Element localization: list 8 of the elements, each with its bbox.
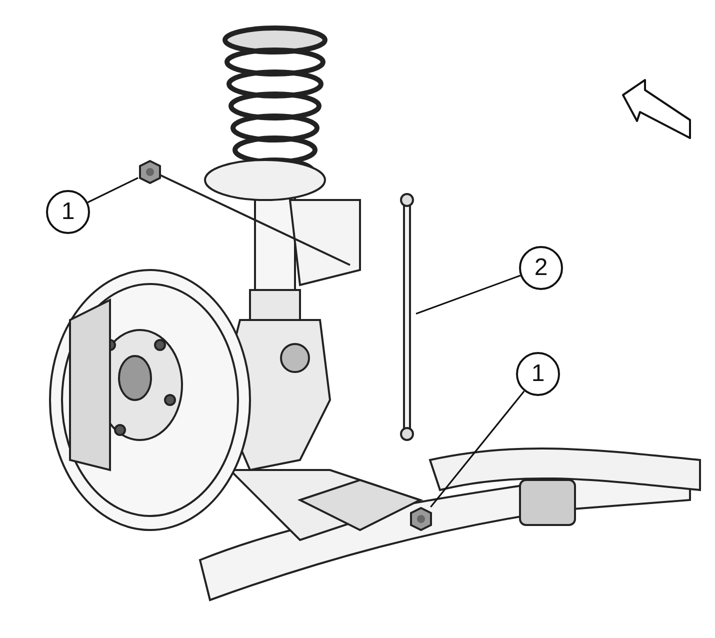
leader-line [416, 274, 521, 314]
leader-line [87, 177, 138, 204]
nut-drawing [138, 160, 162, 184]
callout-number: 1 [46, 190, 90, 234]
leader-line [430, 390, 525, 508]
callout-number: 1 [516, 352, 560, 396]
callout-number: 2 [519, 246, 563, 290]
stabilizer-link-drawing [398, 192, 416, 442]
